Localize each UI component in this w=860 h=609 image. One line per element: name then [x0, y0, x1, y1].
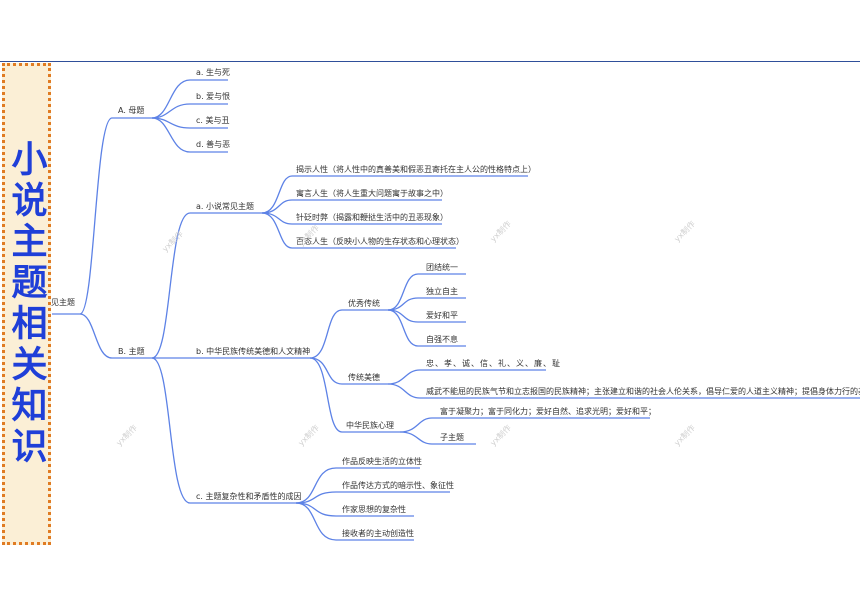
edge-sb-1 — [309, 309, 388, 359]
xinli-node[interactable]: 中华民族心理 — [346, 421, 394, 430]
edge-a-1 — [151, 79, 228, 119]
sub-c-item[interactable]: 接收者的主动创造性 — [342, 529, 414, 538]
branch-b-node[interactable]: B. 主题 — [118, 347, 145, 356]
edge-a-4 — [151, 117, 228, 153]
edge-sa-2 — [261, 199, 442, 214]
edge-xl-1 — [399, 417, 650, 433]
youxiu-item[interactable]: 自强不息 — [426, 335, 458, 344]
meide-node[interactable]: 传统美德 — [348, 373, 380, 382]
sub-c-node[interactable]: c. 主题复杂性和矛盾性的成因 — [196, 492, 302, 501]
sidebar-title: 小说主题相关知识 — [5, 140, 48, 468]
edge-root-b — [79, 313, 152, 359]
edge-sa-4 — [261, 212, 456, 249]
edge-a-2 — [151, 103, 228, 119]
sub-c-item[interactable]: 作家思想的复杂性 — [342, 505, 406, 514]
meide-item[interactable]: 忠、孝、诚、信、礼、义、廉、耻 — [426, 359, 561, 368]
sub-c-item[interactable]: 作品传达方式的暗示性、象征性 — [342, 481, 454, 490]
youxiu-item[interactable]: 团结统一 — [426, 263, 458, 272]
sub-c-item[interactable]: 作品反映生活的立体性 — [342, 457, 422, 466]
meide-item[interactable]: 威武不能屈的民族气节和立志报国的民族精神；主张建立和谐的社会人伦关系，倡导仁爱的… — [426, 387, 860, 396]
edge-sc-1 — [295, 467, 420, 504]
edge-sa-1 — [261, 175, 528, 214]
branch-a-item[interactable]: c. 美与丑 — [196, 116, 230, 125]
sub-a-item[interactable]: 揭示人性（将人性中的真善美和假恶丑寄托在主人公的性格特点上） — [296, 165, 536, 174]
sub-a-item[interactable]: 寓言人生（将人生重大问题寓于故事之中） — [296, 189, 448, 198]
edge-sc-2 — [295, 491, 450, 504]
youxiu-node[interactable]: 优秀传统 — [348, 299, 380, 308]
xinli-item[interactable]: 富于凝聚力；富于同化力；爱好自然、追求光明；爱好和平； — [440, 407, 656, 416]
edge-yx-4 — [387, 309, 466, 347]
youxiu-item[interactable]: 独立自主 — [426, 287, 458, 296]
xinli-item[interactable]: 子主题 — [440, 433, 464, 442]
sub-a-item[interactable]: 百态人生（反映小人物的生存状态和心理状态） — [296, 237, 464, 246]
edge-xl-2 — [399, 431, 476, 445]
edge-md-2 — [387, 383, 860, 399]
branch-a-node[interactable]: A. 母题 — [118, 106, 145, 115]
edge-b-c — [151, 357, 296, 504]
edge-sb-3 — [309, 357, 400, 433]
edge-sc-4 — [295, 502, 414, 541]
root-node[interactable]: 见主题 — [51, 298, 75, 307]
edge-root-a — [52, 117, 152, 315]
sub-a-item[interactable]: 针砭时弊（揭露和鞭挞生活中的丑恶现象） — [296, 213, 448, 222]
edge-md-1 — [387, 369, 546, 385]
branch-a-item[interactable]: d. 善与恶 — [196, 140, 231, 149]
sub-b-node[interactable]: b. 中华民族传统美德和人文精神 — [196, 347, 311, 356]
edge-sb-2 — [309, 357, 388, 385]
top-rule — [0, 61, 860, 62]
edge-b-a — [151, 212, 262, 359]
sidebar-title-panel: 小说主题相关知识 — [2, 63, 51, 545]
edge-yx-2 — [387, 297, 466, 311]
sub-a-node[interactable]: a. 小说常见主题 — [196, 202, 254, 211]
branch-a-item[interactable]: b. 爱与恨 — [196, 92, 231, 101]
branch-a-item[interactable]: a. 生与死 — [196, 68, 230, 77]
youxiu-item[interactable]: 爱好和平 — [426, 311, 458, 320]
edge-yx-1 — [387, 273, 466, 311]
